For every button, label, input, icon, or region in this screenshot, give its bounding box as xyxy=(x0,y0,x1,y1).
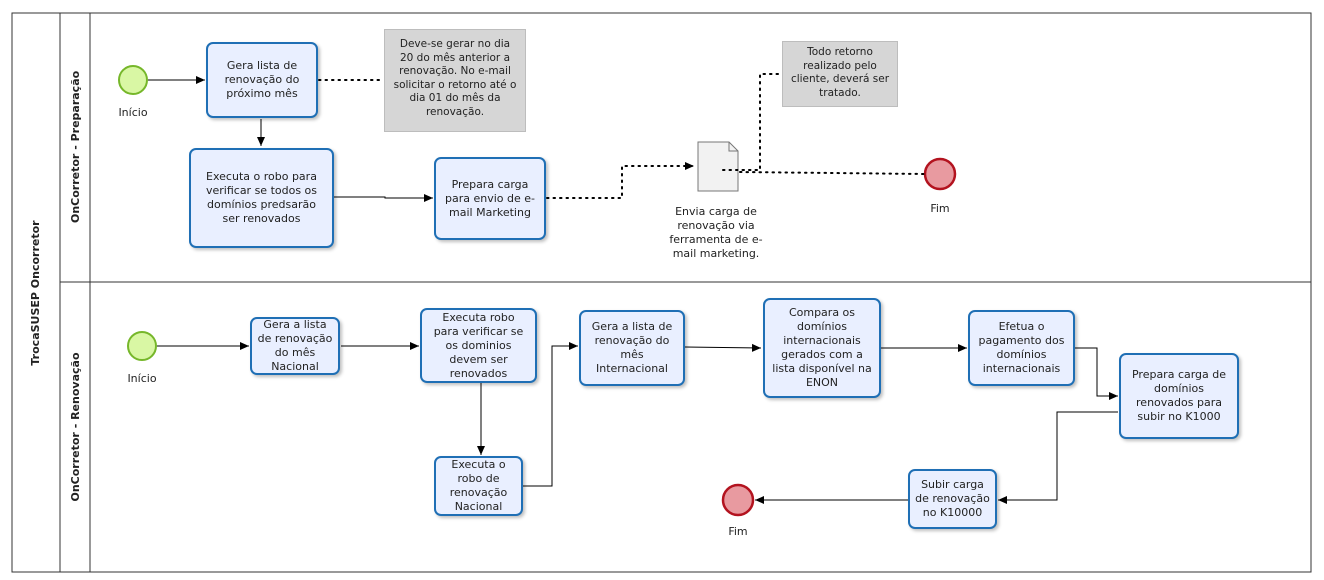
start-label-preparacao: Início xyxy=(118,106,148,119)
end-label-renovacao: Fim xyxy=(728,525,748,538)
annotation-retorno: Todo retorno realizado pelo cliente, dev… xyxy=(782,41,898,107)
document-fold xyxy=(728,142,738,152)
task-gera-lista-nacional[interactable]: Gera a lista de renovação do mês Naciona… xyxy=(250,317,340,375)
task-executa-robo-dominios[interactable]: Executa robo para verificar se os domini… xyxy=(420,308,537,383)
end-event-renovacao[interactable] xyxy=(721,483,755,517)
flow-prepara-k1000-to-subir xyxy=(998,411,1118,504)
task-prepara-carga-email[interactable]: Prepara carga para envio de e-mail Marke… xyxy=(434,157,546,240)
flow-document-to-end xyxy=(739,171,925,175)
flow-pagamento-to-prepara-k1000 xyxy=(1075,347,1118,400)
start-event-preparacao[interactable] xyxy=(118,65,148,95)
annotation-dia-20: Deve-se gerar no dia 20 do mês anterior … xyxy=(384,29,526,132)
pool-title: TrocaSUSEP Oncorretor xyxy=(29,220,42,366)
document-label: Envia carga de renovação via ferramenta … xyxy=(669,205,763,260)
association-note-retorno xyxy=(722,73,783,171)
task-compara-dominios[interactable]: Compara os domínios internacionais gerad… xyxy=(763,298,881,398)
lane-title-renovacao: OnCorretor - Renovação xyxy=(69,352,82,502)
task-executa-robo-verificar[interactable]: Executa o robo para verificar se todos o… xyxy=(189,148,334,248)
task-robo-renovacao-nacional[interactable]: Executa o robo de renovação Nacional xyxy=(434,456,523,516)
pool-border xyxy=(11,12,1312,573)
flow-gera-internacional-to-compara xyxy=(684,343,762,352)
end-label-preparacao: Fim xyxy=(930,202,950,215)
lane-title-preparacao: OnCorretor - Preparação xyxy=(69,70,82,223)
document-icon[interactable] xyxy=(697,141,739,192)
flow-executa-robo-to-prepara-carga xyxy=(334,194,433,202)
end-event-preparacao[interactable] xyxy=(923,157,957,191)
start-event-renovacao[interactable] xyxy=(127,331,157,361)
task-efetua-pagamento[interactable]: Efetua o pagamento dos domínios internac… xyxy=(968,310,1075,386)
task-subir-carga-k10000[interactable]: Subir carga de renovação no K10000 xyxy=(908,469,997,529)
flow-robo-nacional-to-gera-internacional xyxy=(523,342,578,487)
task-prepara-carga-k1000[interactable]: Prepara carga de domínios renovados para… xyxy=(1119,353,1239,439)
start-label-renovacao: Início xyxy=(127,372,157,385)
task-gera-lista-internacional[interactable]: Gera a lista de renovação do mês Interna… xyxy=(579,310,685,386)
task-gera-lista-renovacao[interactable]: Gera lista de renovação do próximo mês xyxy=(206,42,318,118)
flow-prepara-carga-to-document xyxy=(546,162,695,199)
